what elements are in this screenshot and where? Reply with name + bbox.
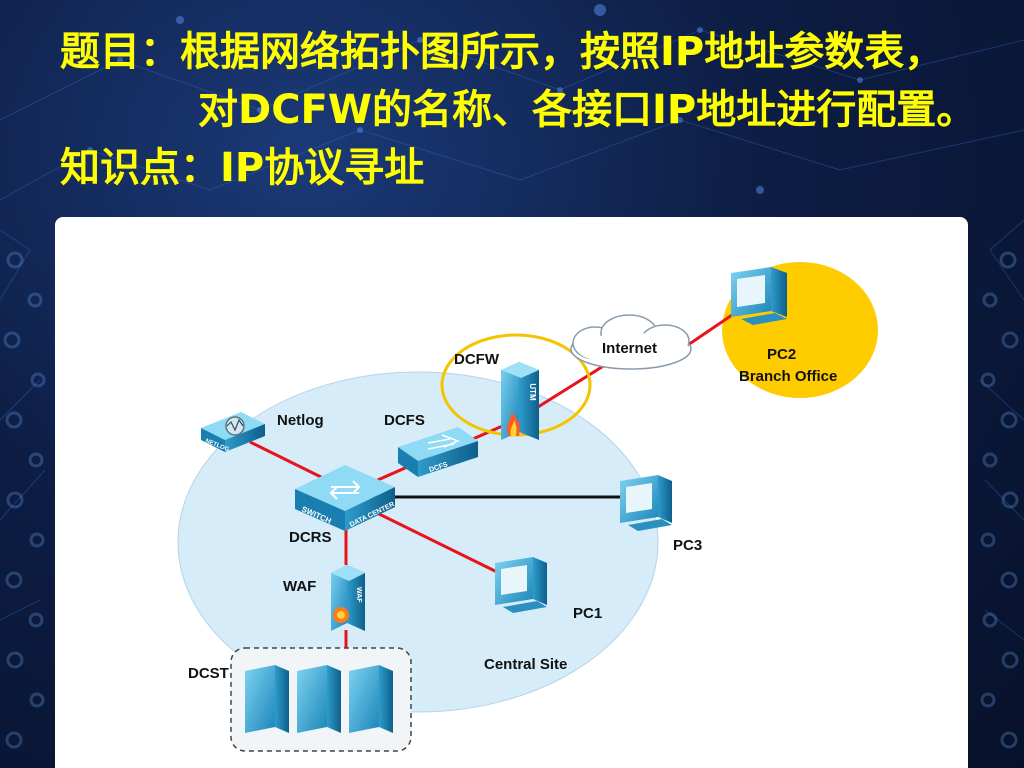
title-line-2: 对DCFW的名称、各接口IP地址进行配置。 (198, 87, 977, 133)
central-site-label: Central Site (484, 656, 568, 673)
link-internet-dcfw (529, 363, 606, 414)
server-icon (245, 665, 289, 733)
server-icon (349, 665, 393, 733)
pc3-label: PC3 (673, 537, 703, 554)
central-site-area (177, 371, 659, 713)
network-topology-diagram: UTM DCFS NETLOG (177, 262, 878, 752)
internet-cloud-icon (570, 314, 692, 370)
waf-device-text: WAF (355, 587, 362, 603)
waf-label: WAF (283, 578, 317, 595)
pc2-label: PC2 (767, 346, 797, 363)
netlog-device-icon: NETLOG (201, 412, 265, 453)
dcst-label: DCST (188, 665, 229, 682)
waf-device-icon: WAF (331, 565, 365, 631)
internet-label: Internet (602, 340, 658, 357)
dcfw-firewall-icon: UTM (501, 362, 539, 440)
pc1-label: PC1 (573, 605, 603, 622)
netlog-label: Netlog (277, 412, 324, 429)
topology-panel: UTM DCFS NETLOG (55, 217, 968, 768)
pc3-computer-icon (620, 475, 672, 531)
link-netlog-dcrs (249, 440, 326, 481)
link-pc2-internet (684, 311, 736, 349)
link-dcrs-pc1 (374, 510, 498, 574)
dcfw-label: DCFW (454, 351, 499, 368)
pc2-computer-icon (731, 267, 787, 325)
knowledge-point-line: 知识点：IP协议寻址 (60, 145, 425, 191)
server-icon (297, 665, 341, 733)
dcst-server-icons (245, 665, 393, 733)
dcrs-label: DCRS (289, 529, 332, 546)
branch-office-label: Branch Office (739, 368, 838, 385)
dcfs-label: DCFS (384, 412, 425, 429)
pc1-computer-icon (495, 557, 547, 613)
utm-device-text: UTM (528, 383, 537, 401)
title-line-1: 题目：根据网络拓扑图所示，按照IP地址参数表， (60, 29, 945, 75)
